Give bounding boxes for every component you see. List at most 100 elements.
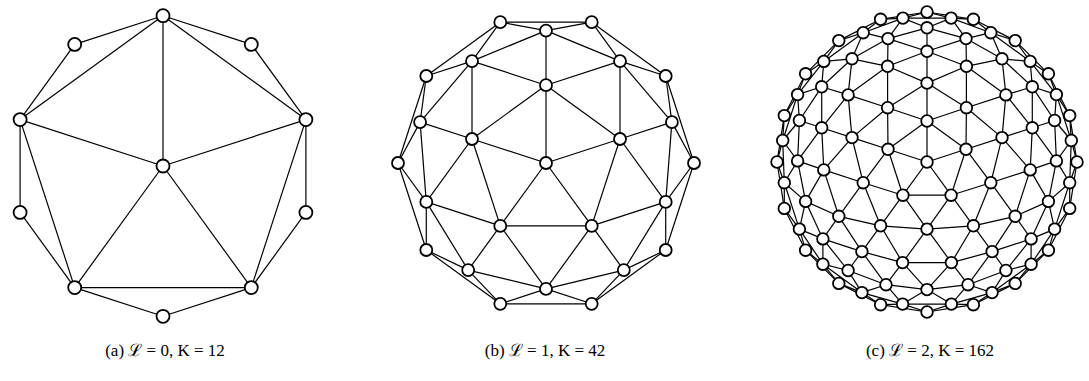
mesh-edge <box>163 288 251 317</box>
mesh-edge <box>546 163 592 226</box>
mesh-edge <box>927 226 973 229</box>
mesh-vertex <box>818 164 830 176</box>
mesh-edge <box>546 139 620 163</box>
mesh-edge <box>468 226 500 270</box>
mesh-vertex <box>846 53 858 65</box>
mesh-edge <box>620 139 666 202</box>
mesh-vertex <box>921 6 933 18</box>
mesh-edge <box>903 195 951 196</box>
mesh-vertex <box>792 155 804 167</box>
mesh-edge <box>472 139 500 226</box>
mesh-edge <box>903 304 952 305</box>
mesh-edge <box>546 85 620 139</box>
mesh-edge <box>500 289 546 304</box>
mesh-vertex <box>420 70 432 82</box>
mesh-vertex <box>68 281 81 294</box>
mesh-edge <box>426 202 468 270</box>
mesh-vertex <box>875 13 887 25</box>
mesh-edge <box>666 76 694 163</box>
mesh-edge <box>888 149 903 195</box>
mesh-vertex <box>816 81 828 93</box>
mesh-vertex <box>1064 177 1076 189</box>
mesh-edge <box>500 226 546 289</box>
mesh-vertex <box>586 220 598 232</box>
mesh-vertex <box>818 56 830 68</box>
mesh-vertex <box>14 206 27 219</box>
mesh-vertex <box>660 70 672 82</box>
mesh-edge <box>545 31 546 86</box>
mesh-edge <box>20 44 75 119</box>
sphere-wireframe <box>771 6 1083 318</box>
mesh-vertex <box>618 264 630 276</box>
mesh-vertex <box>882 61 894 73</box>
mesh-vertex <box>494 298 506 310</box>
mesh-vertex <box>833 211 845 223</box>
mesh-edge <box>592 22 666 76</box>
mesh-edge <box>620 122 672 139</box>
mesh-vertex <box>960 33 972 45</box>
mesh-vertex <box>946 257 958 269</box>
mesh-vertex <box>1025 258 1037 270</box>
mesh-vertex <box>779 110 791 122</box>
mesh-vertex <box>1024 56 1036 68</box>
mesh-vertex <box>771 156 783 168</box>
mesh-edge <box>888 83 927 108</box>
mesh-vertex <box>779 203 791 215</box>
mesh-edge <box>426 250 468 270</box>
mesh-vertex <box>882 33 894 45</box>
mesh-edge <box>545 85 546 163</box>
mesh-edge <box>973 283 1015 304</box>
mesh-edge <box>992 264 1031 292</box>
mesh-edge <box>620 61 666 76</box>
mesh-edge <box>806 250 839 283</box>
mesh-edge <box>468 270 500 304</box>
mesh-edge <box>426 61 472 76</box>
mesh-edge <box>500 163 546 226</box>
mesh-vertex <box>777 135 789 147</box>
mesh-vertex <box>420 196 432 208</box>
mesh-vertex <box>540 157 552 169</box>
mesh-vertex <box>1009 211 1021 223</box>
mesh-vertex <box>660 196 672 208</box>
mesh-vertex <box>68 38 81 51</box>
mesh-edge <box>592 139 620 226</box>
mesh-vertex <box>794 223 806 235</box>
mesh-edge <box>966 66 1006 95</box>
mesh-vertex <box>660 244 672 256</box>
mesh-vertex <box>842 89 854 101</box>
mesh-vertex <box>688 157 700 169</box>
sphere-wireframe <box>392 16 700 310</box>
mesh-vertex <box>882 144 894 156</box>
mesh-vertex <box>946 298 958 310</box>
mesh-vertex <box>986 246 998 258</box>
mesh-edge <box>592 270 624 304</box>
mesh-vertex <box>800 244 812 256</box>
mesh-edge <box>420 76 426 122</box>
mesh-edge <box>251 212 306 287</box>
mesh-edge <box>426 202 427 250</box>
mesh-vertex <box>817 258 829 270</box>
mesh-edge <box>839 19 881 40</box>
mesh-edge <box>420 61 472 122</box>
mesh-edge <box>927 83 966 108</box>
mesh-vertex <box>857 27 869 39</box>
mesh-edge <box>888 121 927 149</box>
mesh-edge <box>966 108 1002 138</box>
mesh-vertex <box>962 279 974 291</box>
mesh-edge <box>472 139 546 163</box>
mesh-vertex <box>1064 203 1076 215</box>
mesh-edge <box>592 250 666 304</box>
mesh-edge <box>1015 170 1030 216</box>
mesh-vertex <box>466 133 478 145</box>
mesh-vertex <box>540 283 552 295</box>
mesh-vertex <box>897 12 909 24</box>
mesh-edge <box>863 183 880 226</box>
mesh-vertex <box>1049 115 1061 127</box>
mesh-edge <box>592 202 666 226</box>
mesh-vertex <box>1051 155 1063 167</box>
mesh-edge <box>20 212 75 287</box>
mesh-vertex <box>921 223 933 235</box>
mesh-vertex <box>945 12 957 24</box>
mesh-vertex <box>856 246 868 258</box>
